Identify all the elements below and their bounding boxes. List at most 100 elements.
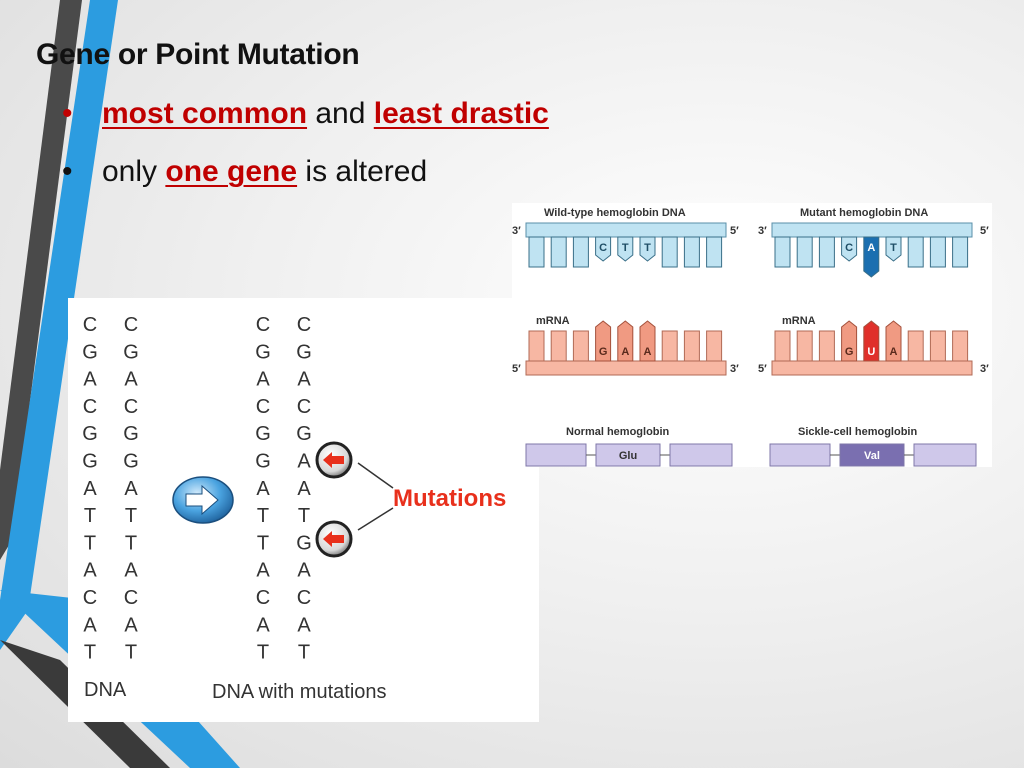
dna-base-letter: T [890,242,897,254]
right-arrow-icon [172,476,234,524]
dna-base-tab [841,236,858,262]
dna-base-tab [528,236,545,268]
five-prime-label: 5′ [980,225,989,237]
dna-base: T [125,532,137,554]
mrna-base-tab [706,330,723,362]
dna-base: A [124,478,138,500]
hemoglobin-mutation-figure: Wild-type hemoglobin DNA Mutant hemoglob… [512,203,992,467]
dna-base: G [255,423,271,445]
bullet-text: only [102,155,166,188]
dna-base-tab [952,236,969,268]
mrna-base-tab [661,330,678,362]
normal-hemoglobin-title: Normal hemoglobin [566,426,670,438]
dna-base-tab [683,236,700,268]
dna-base: T [298,505,310,527]
dna-base: C [124,587,138,609]
dna-base: T [298,642,310,664]
dna-base-tab [617,236,634,262]
dna-base-tab [774,236,791,268]
bullet-list: •most common and least drastic •only one… [62,92,549,208]
dna-base: C [83,587,97,609]
dna-base-letter: C [845,242,853,254]
dna-base: A [297,478,311,500]
protein-segment [769,443,831,467]
dna-base-letter: C [599,242,607,254]
dna-base: A [256,614,270,636]
mrna-base-tab [907,330,924,362]
dna-base: C [256,396,270,418]
dna-base: G [82,451,98,473]
mrna-base-letter: G [599,346,608,358]
dna-base: A [256,369,270,391]
dna-base: A [256,560,270,582]
dna-base: G [296,423,312,445]
dna-base-tab [863,236,880,278]
dna-base: A [297,614,311,636]
dna-base: A [124,560,138,582]
five-prime-label: 5′ [512,363,521,375]
dna-base-tab [595,236,612,262]
five-prime-label: 5′ [758,363,767,375]
mrna-base-letter: G [845,346,854,358]
dna-backbone [525,222,727,238]
bullet-item: •only one gene is altered [62,150,549,208]
dna-base: C [297,314,311,336]
dna-base: A [83,614,97,636]
mrna-base-tab [683,330,700,362]
mutations-label: Mutations [393,485,506,512]
dna-base-tab [639,236,656,262]
mrna-base-letter: A [890,346,898,358]
dna-base-tab [929,236,946,268]
dna-base: C [124,314,138,336]
emphasis-one-gene: one gene [165,155,298,188]
mrna-base-tab [595,320,612,362]
three-prime-label: 3′ [758,225,767,237]
protein-segment [525,443,587,467]
dna-base: G [296,341,312,363]
dna-base-tab [885,236,902,262]
dna-base-tab [907,236,924,268]
dna-base: A [297,369,311,391]
emphasis-most-common: most common [102,97,308,130]
mrna-base-tab [952,330,969,362]
mrna-base-tab [863,320,880,362]
emphasis-least-drastic: least drastic [373,97,549,130]
dna-base: A [256,478,270,500]
five-prime-label: 5′ [730,225,739,237]
three-prime-label: 3′ [512,225,521,237]
dna-base: C [297,587,311,609]
dna-base-letter: T [622,242,629,254]
dna-base: G [82,423,98,445]
mrna-base-tab [639,320,656,362]
three-prime-label: 3′ [980,363,989,375]
mrna-backbone [771,360,973,376]
mrna-base-tab [774,330,791,362]
mrna-base-letter: A [644,346,652,358]
bullet-item: •most common and least drastic [62,92,549,150]
dna-base: C [256,314,270,336]
mrna-base-tab [617,320,634,362]
mutant-title: Mutant hemoglobin DNA [800,207,928,219]
dna-base: A [297,560,311,582]
mrna-base-tab [528,330,545,362]
slide-title: Gene or Point Mutation [36,38,360,71]
dna-base-letter: T [644,242,651,254]
dna-base: A [83,560,97,582]
mrna-backbone [525,360,727,376]
mrna-base-tab [818,330,835,362]
dna-base: T [84,642,96,664]
mutated-base: A [297,451,311,473]
dna-with-mutations-label: DNA with mutations [212,681,387,703]
dna-base: T [257,505,269,527]
dna-base: T [257,642,269,664]
mutation-pointer-icon [315,441,353,479]
dna-base: A [83,369,97,391]
mrna-base-tab [929,330,946,362]
mrna-label: mRNA [782,315,816,327]
dna-base: C [83,314,97,336]
mrna-base-tab [572,330,589,362]
dna-base-tab [661,236,678,268]
protein-segment [669,443,733,467]
dna-base: T [257,532,269,554]
